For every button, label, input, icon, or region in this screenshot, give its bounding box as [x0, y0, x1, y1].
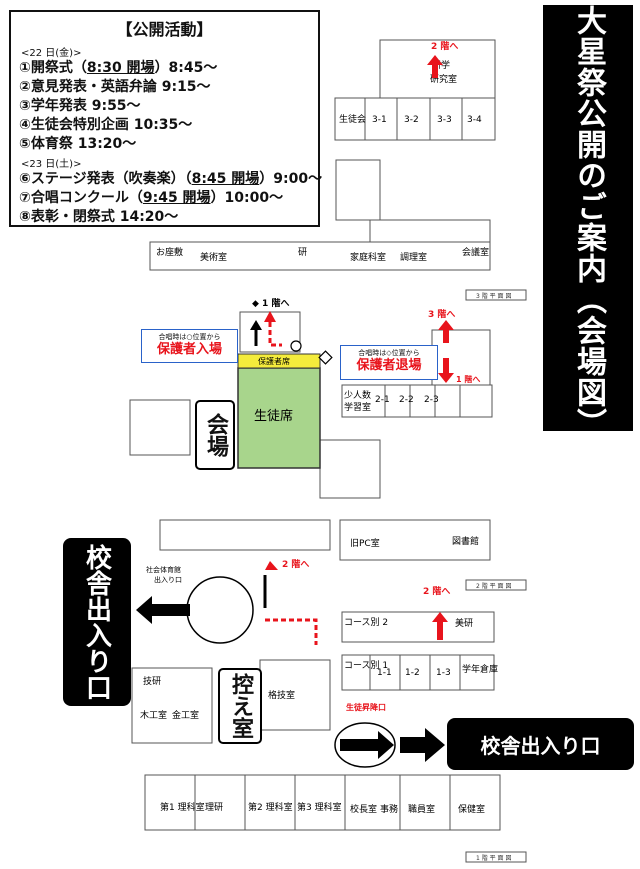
room-gikan: 技研	[143, 675, 161, 687]
exit-arrow-right-tail	[340, 731, 394, 759]
guardian-exit-note: 合唱時は◇位置から 保護者退場	[340, 345, 438, 380]
room-gakushu: 学習室	[344, 401, 371, 413]
event-5: ⑤体育祭 13:20～	[19, 136, 137, 152]
arrow-up-2f-right	[432, 612, 448, 640]
room-rika1: 第1 理科室	[160, 801, 205, 813]
to-2f-right: 2 階へ	[423, 585, 450, 597]
room-3-2: 3-2	[404, 115, 419, 125]
schedule-title: 【公開活動】	[116, 20, 213, 39]
room-kakugi: 格技室	[268, 689, 295, 701]
room-2-2: 2-2	[399, 395, 414, 405]
room-3-3: 3-3	[437, 115, 452, 125]
room-course1: コース別 1	[344, 660, 388, 671]
student-stairs-label: 生徒昇降口	[346, 702, 386, 712]
gym-entrance-label-1: 社会体育館	[146, 565, 181, 574]
event-6: ⑥ステージ発表（吹奏楽）（8:45 開場）9:00～	[19, 171, 323, 187]
title-banner: 大星祭公開のご案内（会場図）	[543, 5, 633, 439]
school-exit-left-label: 校舎出入り口	[63, 538, 131, 706]
event-7: ⑦合唱コンクール（9:45 開場）10:00～	[19, 190, 284, 206]
star-marker-2f	[265, 561, 278, 570]
room-okimono: お座敷	[156, 246, 183, 258]
room-1-2: 1-2	[405, 668, 420, 678]
event-2: ②意見発表・英語弁論 9:15～	[19, 79, 211, 95]
room-2-1: 2-1	[375, 395, 390, 405]
arrow-up-3f	[438, 320, 454, 343]
room-bijutsu: 美術室	[200, 251, 227, 263]
room-3-1: 3-1	[372, 115, 387, 125]
exit-arrow-right	[400, 728, 445, 762]
gym-entrance-label-2: 出入り口	[154, 575, 182, 584]
room-shokuin: 職員室	[408, 803, 435, 815]
to-2f-top: 2 階へ	[431, 40, 458, 52]
student-seat-label: 生徒席	[254, 408, 293, 424]
room-jimu: 事務	[380, 803, 398, 815]
room-seitokai: 生徒会	[339, 113, 366, 125]
room-bijutsu2: 美研	[455, 617, 473, 629]
schedule-box: 【公開活動】 <22 日(金)> ①開祭式（8:30 開場）8:45～ ②意見発…	[9, 10, 323, 227]
room-kaigi: 会議室	[462, 246, 489, 258]
event-1: ①開祭式（8:30 開場）8:45～	[19, 60, 218, 76]
room-3-4: 3-4	[467, 115, 482, 125]
to-1f-top: ◆ 1 階へ	[252, 297, 289, 309]
room-gakunen: 学年倉庫	[462, 663, 498, 675]
star-marker-top	[264, 311, 276, 322]
room-2-3: 2-3	[424, 395, 439, 405]
arrow-down-1f	[438, 358, 454, 383]
floor3-caption: 3 階 平 面 図	[476, 292, 511, 300]
exit-arrow-left	[136, 596, 190, 624]
room-1-3: 1-3	[436, 668, 451, 678]
student-stairs-circle	[334, 722, 396, 768]
schedule-day1: <22 日(金)>	[21, 48, 82, 59]
room-tosho: 図書館	[452, 535, 479, 547]
guardian-entry-note: 合唱時は○位置から 保護者入場	[141, 329, 238, 363]
school-exit-right-label: 校舎出入り口	[447, 718, 634, 770]
room-kenkyu2: 研	[298, 247, 307, 258]
room-mokko: 木工室	[140, 709, 167, 721]
floor2-caption: 2 階 平 面 図	[476, 582, 511, 590]
room-rika3: 第3 理科室	[297, 801, 342, 813]
room-hoken: 保健室	[458, 803, 485, 815]
waiting-room-label: 控え室	[218, 668, 262, 744]
room-rika2: 第2 理科室	[248, 801, 293, 813]
guardian-seat-label: 保護者席	[258, 356, 290, 366]
room-shonin: 少人数	[344, 389, 371, 401]
entry-circle-marker	[290, 340, 302, 352]
room-riken: 理研	[205, 802, 223, 813]
schedule-day2: <23 日(土)>	[21, 159, 82, 170]
gym-entrance-circle	[186, 576, 254, 644]
to-3f: 3 階へ	[428, 308, 455, 320]
to-1f-right: 1 階へ	[456, 374, 480, 384]
room-kasei: 家庭科室	[350, 251, 386, 263]
arrow-up-2f-top	[427, 55, 443, 78]
room-pc: 旧PC室	[350, 537, 380, 549]
event-8: ⑧表彰・閉祭式 14:20～	[19, 209, 179, 225]
room-koucho: 校長室	[350, 803, 377, 815]
to-2f-mid: 2 階へ	[282, 558, 309, 570]
guardian-seat-area	[237, 353, 321, 369]
room-chori: 調理室	[400, 251, 427, 263]
exit-diamond-marker	[318, 350, 333, 365]
event-3: ③学年発表 9:55～	[19, 98, 141, 114]
venue-label: 会場	[195, 400, 235, 470]
room-course2: コース別 2	[344, 617, 388, 628]
floor1-caption: 1 階 平 面 図	[476, 854, 511, 862]
event-4: ④生徒会特別企画 10:35～	[19, 117, 193, 133]
room-kinko: 金工室	[172, 709, 199, 721]
room-1-1: 1-1	[377, 668, 392, 678]
